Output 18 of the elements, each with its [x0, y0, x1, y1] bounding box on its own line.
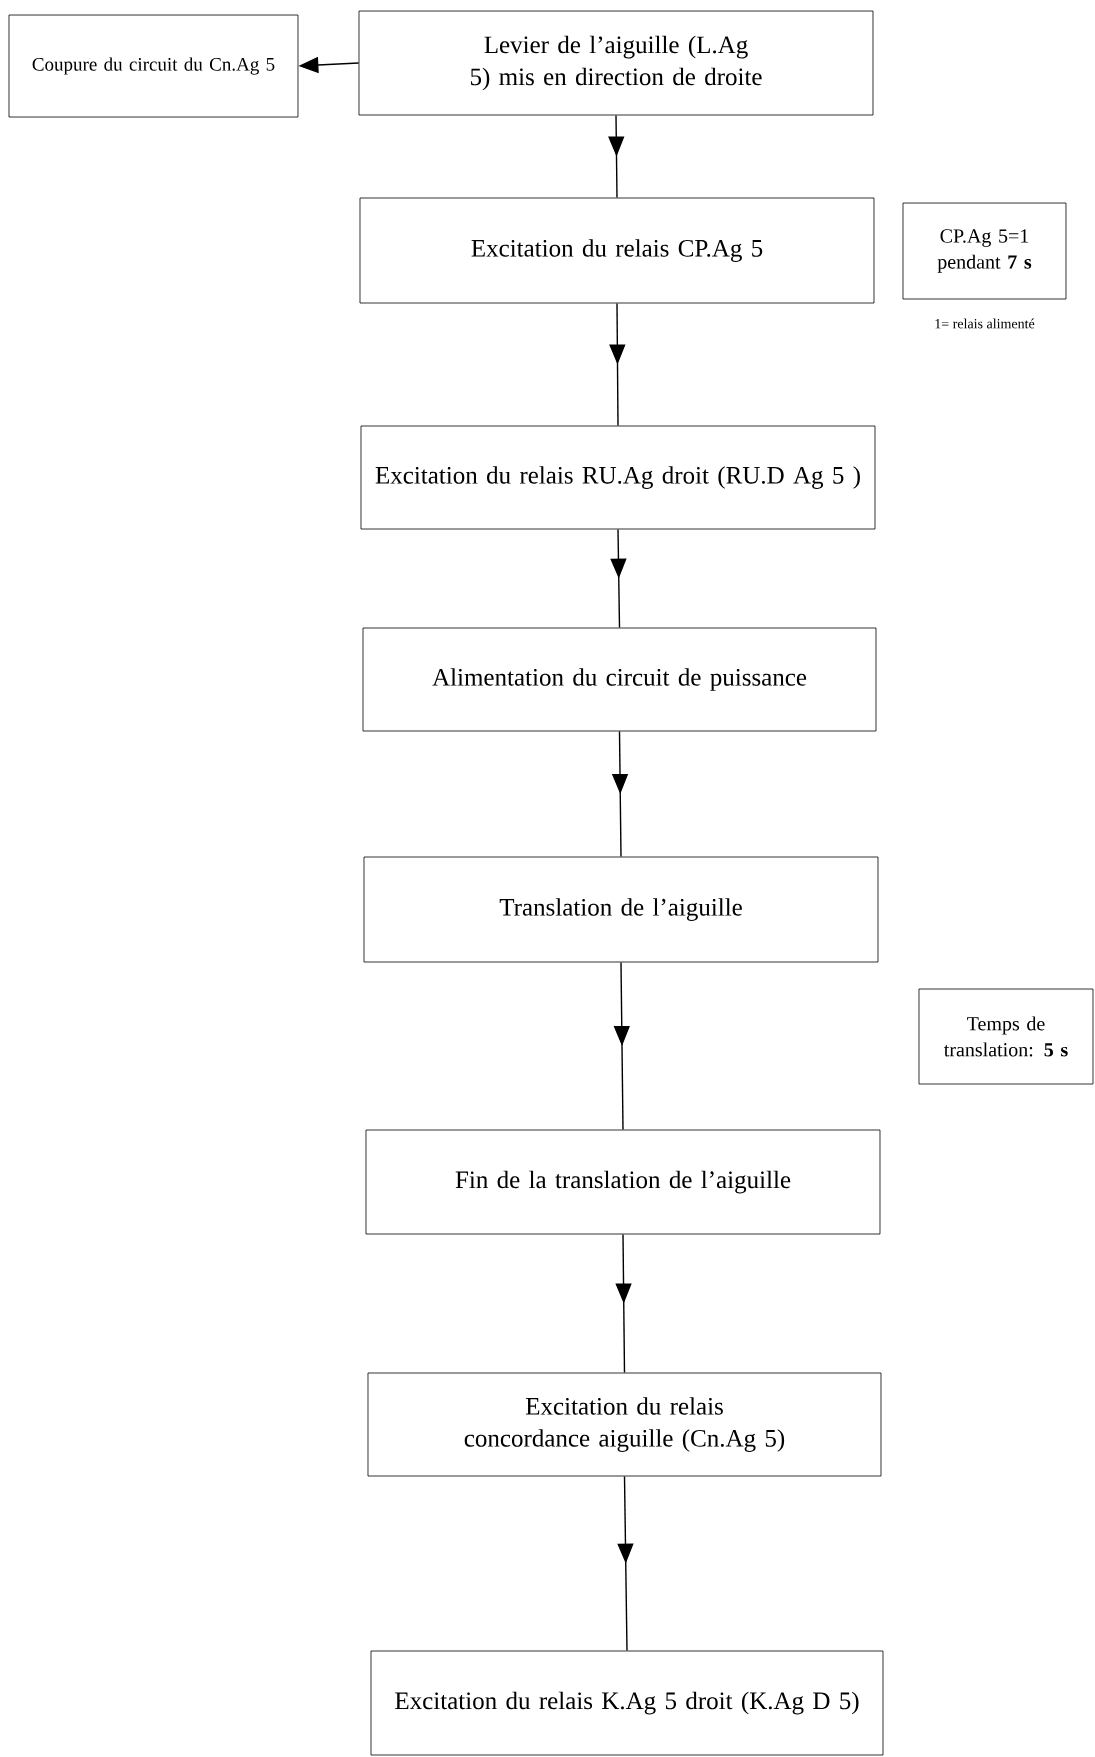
side-note: 1= relais alimenté — [935, 318, 1035, 329]
arrow — [615, 1233, 632, 1374]
arrow — [608, 114, 625, 199]
arrow — [617, 1475, 634, 1652]
arrow — [609, 302, 626, 427]
process-box: Translation de l’aiguille — [363, 856, 879, 963]
process-box: Fin de la translation de l’aiguille — [365, 1129, 881, 1235]
process-box: Excitation du relais CP.Ag 5 — [359, 197, 875, 304]
note-box: CP.Ag 5=1 pendant 7 s — [902, 202, 1067, 300]
process-box: Excitation du relais K.Ag 5 droit (K.Ag D 5) — [370, 1650, 884, 1756]
process-box: Excitation du relais RU.Ag droit (RU.D Ag 5 ) — [360, 425, 876, 530]
note-box: Temps de translation: 5 s — [918, 988, 1094, 1085]
arrow — [613, 961, 630, 1131]
side-box: Coupure du circuit du Cn.Ag 5 — [8, 14, 299, 118]
process-box: Alimentation du circuit de puissance — [362, 627, 877, 732]
process-box: Levier de l’aiguille (L.Ag 5) mis en direction de droite — [358, 10, 874, 116]
process-box: Excitation du relais concordance aiguille (Cn.Ag 5) — [367, 1372, 882, 1477]
arrow — [610, 528, 627, 629]
